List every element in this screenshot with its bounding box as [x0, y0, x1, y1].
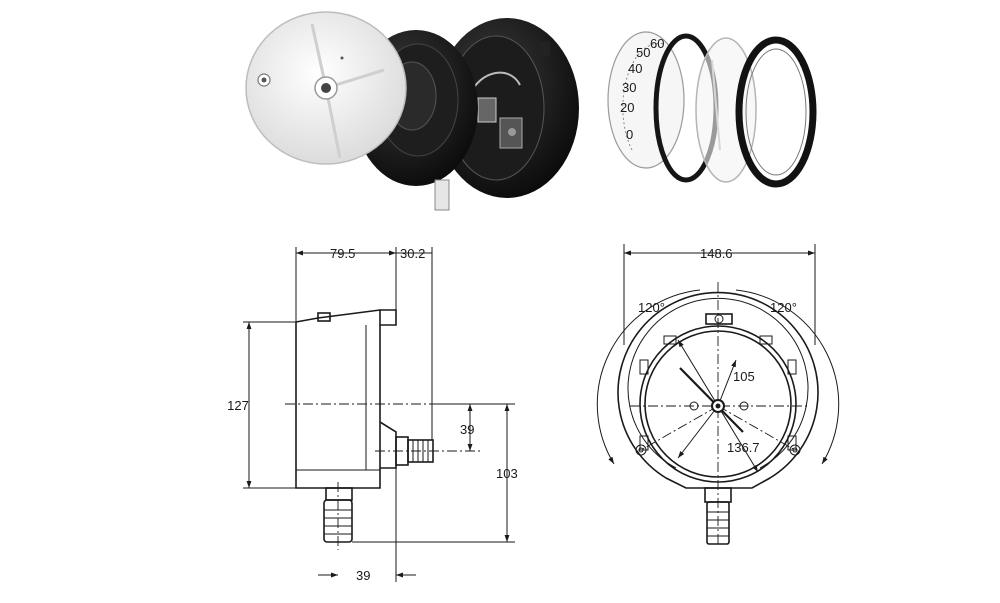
exploded-case-photo — [245, 11, 579, 211]
gauge-body-side — [295, 309, 381, 489]
dial-number: 60 — [650, 36, 664, 51]
dim-connection-offset-label: 39 — [460, 422, 474, 437]
bottom-stem — [706, 501, 730, 545]
connection-stem — [434, 179, 450, 211]
dial-number: 20 — [620, 100, 634, 115]
dial-number: 30 — [622, 80, 636, 95]
dial-number: 0 — [626, 127, 633, 142]
top-lug — [705, 313, 733, 325]
dim-height-label: 127 — [227, 398, 249, 413]
angle-arc-right — [735, 289, 840, 465]
dial-number: 50 — [636, 45, 650, 60]
movement-mechanism — [469, 71, 523, 149]
dim-line-bolt-circle — [677, 405, 719, 459]
side-view-drawing: 79.5 30.2 127 — [227, 246, 518, 583]
front-view-drawing: 148.6 120° 120° — [596, 244, 840, 545]
ring-lugs — [639, 335, 797, 451]
gauge-needle — [679, 367, 744, 433]
angle-right-label: 120° — [770, 300, 797, 315]
bolt-hole-right — [789, 444, 801, 456]
dim-bottom-offset-label: 39 — [356, 568, 370, 583]
bezel-ring — [735, 36, 817, 188]
angle-arc-left — [596, 289, 701, 465]
bolt-hole-left — [635, 444, 647, 456]
dim-bolt-circle-label: 136.7 — [727, 440, 760, 455]
dial-plate: 0 20 30 40 50 60 — [607, 31, 685, 169]
dim-width-label: 79.5 — [330, 246, 355, 261]
dim-inner-diameter-label: 105 — [733, 369, 755, 384]
exploded-window-photo: 0 20 30 40 50 60 — [607, 31, 817, 188]
dim-stem-label: 30.2 — [400, 246, 425, 261]
angle-left-label: 120° — [638, 300, 665, 315]
dial-number: 40 — [628, 61, 642, 76]
gauge-flange — [617, 291, 819, 489]
dim-center-to-bottom-label: 103 — [496, 466, 518, 481]
dim-flange-diameter-label: 148.6 — [700, 246, 733, 261]
